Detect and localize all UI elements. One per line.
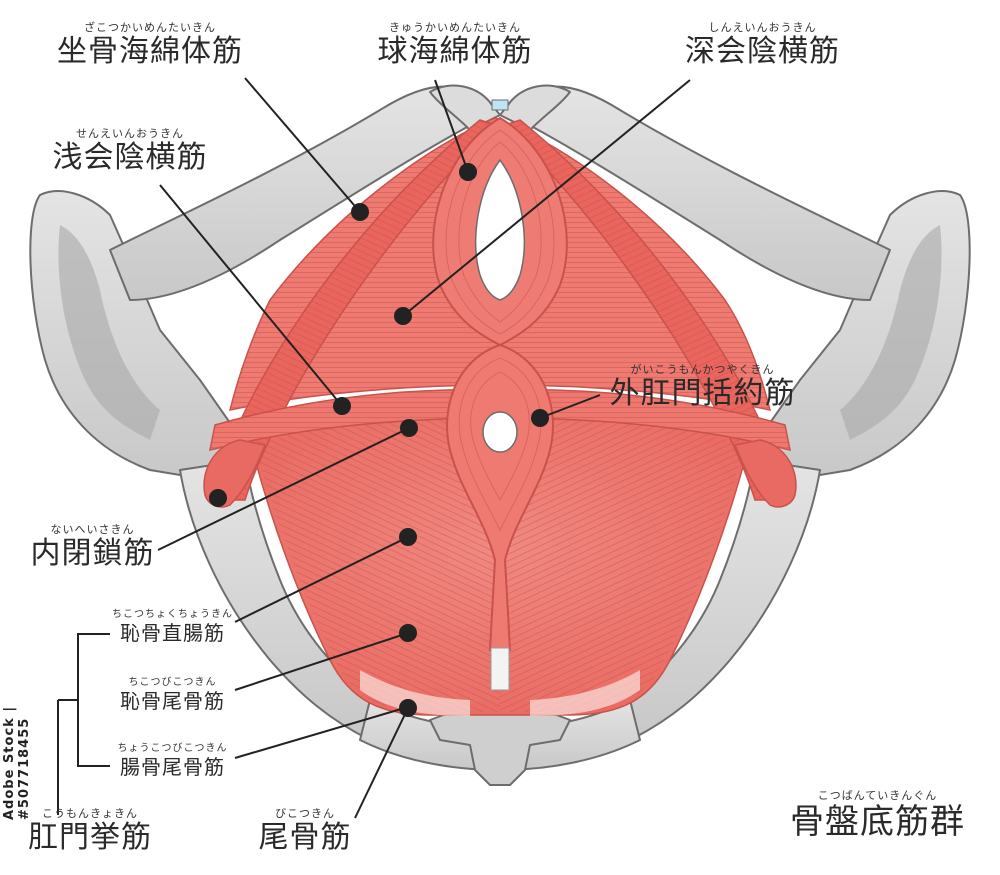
name-bulbospongiosus: 球海綿体筋 [377,34,533,69]
ruby-deep-transverse: しんえいんおうきん [708,21,817,34]
ruby-title: こつばんていきんぐん [817,789,938,802]
name-superficial-transverse: 浅会陰横筋 [52,140,208,175]
dot-superficial-transverse [333,397,351,415]
label-superficial-transverse: せんえいんおうきん 浅会陰横筋 [45,128,215,173]
ruby-bulbospongiosus: きゅうかいめんたいきん [389,21,521,34]
pelvic-floor-muscles [203,116,797,716]
label-obturator-internus: ないへいさきん 内閉鎖筋 [25,524,160,569]
dot-coccygeus [399,699,417,717]
label-external-anal-sphincter: がいこうもんかつやくきん 外肛門括約筋 [600,364,805,409]
label-bulbospongiosus: きゅうかいめんたいきん 球海綿体筋 [365,22,545,67]
ruby-superficial-transverse: せんえいんおうきん [76,127,184,140]
name-coccygeus: 尾骨筋 [258,820,352,855]
label-puborectalis: ちこつちょくちょうきん 恥骨直腸筋 [110,609,235,645]
dot-bulbospongiosus [459,163,477,181]
pelvis-bones [29,84,971,786]
label-iliococcygeus: ちょうこつびこつきん 腸骨尾骨筋 [110,743,235,779]
ruby-puborectalis: ちこつちょくちょうきん [112,609,233,620]
ruby-obturator-internus: ないへいさきん [50,523,135,536]
label-ischiocavernosus: ざこつかいめんたいきん 坐骨海綿体筋 [50,22,250,67]
dot-external-anal-sphincter [531,409,549,427]
ruby-ischiocavernosus: ざこつかいめんたいきん [84,21,216,34]
label-levator-ani: こうもんきょきん 肛門挙筋 [25,808,155,853]
title-text: 骨盤底筋群 [790,802,965,842]
name-levator-ani: 肛門挙筋 [28,820,152,855]
name-iliococcygeus: 腸骨尾骨筋 [120,755,225,779]
label-deep-transverse: しんえいんおうきん 深会陰横筋 [680,22,845,67]
ruby-pubococcygeus: ちこつびこつきん [128,677,217,688]
anococcygeal-ligament [490,647,510,691]
right-obturator-internus-muscle [733,439,797,508]
leader-dots [209,163,549,717]
dot-obturator-internus [209,489,227,507]
ruby-external-anal-sphincter: がいこうもんかつやくきん [630,363,775,376]
ruby-iliococcygeus: ちょうこつびこつきん [117,743,228,754]
dot-ischiocavernosus [351,203,369,221]
label-coccygeus: びこつきん 尾骨筋 [250,808,360,853]
name-ischiocavernosus: 坐骨海綿体筋 [57,34,243,69]
dot-iliococcygeus [399,624,417,642]
dot-puborectalis [400,419,418,437]
label-pubococcygeus: ちこつびこつきん 恥骨尾骨筋 [110,677,235,713]
name-obturator-internus: 内閉鎖筋 [30,536,155,571]
dot-deep-transverse [394,307,412,325]
diagram-title: こつばんていきんぐん 骨盤底筋群 [770,790,985,839]
stock-watermark-id: Adobe Stock | #507718455 [2,705,32,820]
ruby-coccygeus: びこつきん [275,807,335,820]
dot-pubococcygeus [399,528,417,546]
name-external-anal-sphincter: 外肛門括約筋 [609,376,796,411]
anal-opening [482,411,518,453]
name-pubococcygeus: 恥骨尾骨筋 [120,689,225,713]
name-deep-transverse: 深会陰横筋 [685,34,840,69]
ruby-levator-ani: こうもんきょきん [42,807,138,820]
symphysis-cartilage [491,99,509,111]
name-puborectalis: 恥骨直腸筋 [120,621,225,645]
urogenital-opening [475,158,525,301]
leader-lines [57,77,691,819]
